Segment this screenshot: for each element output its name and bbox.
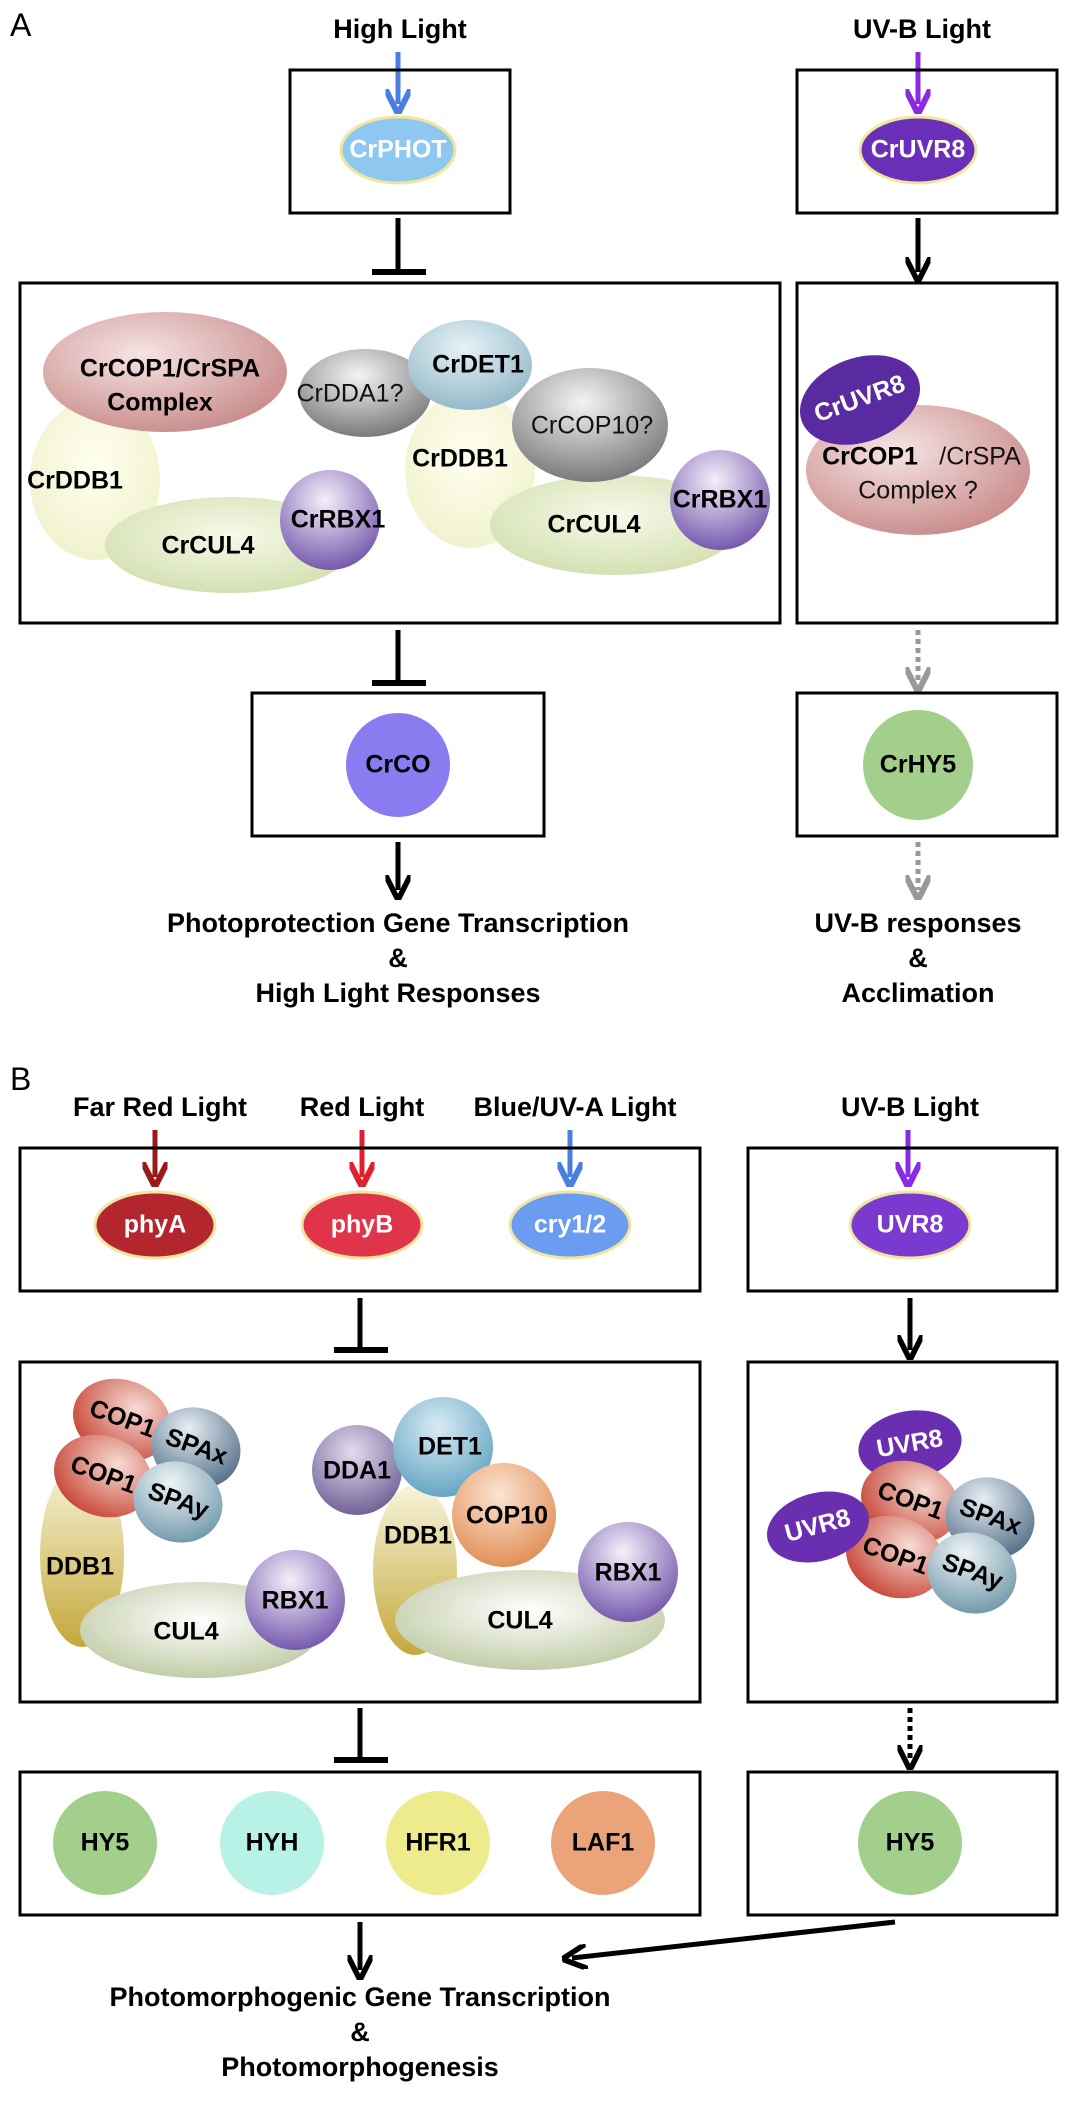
crco-label: CrCO — [365, 751, 430, 779]
hfr1-label: HFR1 — [405, 1829, 470, 1857]
rbx1-left-label-b: RBX1 — [262, 1587, 329, 1615]
cry-label: cry1/2 — [534, 1211, 606, 1239]
output-b-line1: Photomorphogenic Gene Transcription — [109, 1982, 610, 2012]
rbx1-left-node-b — [245, 1550, 345, 1650]
cruvr8-node — [858, 115, 978, 185]
crco-box — [250, 691, 546, 838]
spay-b-node — [927, 1532, 1017, 1614]
far-red-label: Far Red Light — [73, 1092, 247, 1122]
phya-label: phyA — [124, 1211, 187, 1239]
crco-node — [346, 713, 450, 817]
hy5-right-label: HY5 — [886, 1829, 935, 1857]
cul4-right-label-b: CUL4 — [487, 1607, 552, 1635]
hyh-label: HYH — [246, 1829, 299, 1857]
crphot-label: CrPHOT — [349, 136, 446, 164]
crdet1-label: CrDET1 — [432, 351, 524, 379]
output-left-line3: High Light Responses — [255, 978, 540, 1008]
output-b-line3: Photomorphogenesis — [221, 2052, 499, 2082]
diagonal-arrow-b — [572, 1919, 896, 1958]
spay-a-node — [133, 1461, 223, 1543]
laf1-label: LAF1 — [572, 1829, 635, 1857]
cul4-left-label-b: CUL4 — [153, 1618, 218, 1646]
cul4-complex-box — [18, 281, 782, 625]
crcop1-bold-label: CrCOP1 — [822, 443, 918, 471]
output-left-line1: Photoprotection Gene Transcription — [167, 908, 629, 938]
red-label: Red Light — [300, 1092, 424, 1122]
crcop10-node — [512, 368, 668, 482]
crspa-label: /CrSPA — [939, 443, 1021, 471]
cop1-b-node — [54, 1434, 152, 1518]
output-right-line1: UV-B responses — [814, 908, 1021, 938]
cop10-label: COP10 — [466, 1502, 548, 1530]
output-right-line3: Acclimation — [841, 978, 994, 1008]
crrbx1-left-label: CrRBX1 — [291, 506, 386, 534]
panel-b-label: B — [10, 1061, 31, 1097]
laf1-node — [551, 1791, 655, 1895]
crcop1-crspa-label2: Complex — [107, 389, 213, 417]
uvr8-label-b: UVR8 — [877, 1211, 944, 1239]
hy5-box-b — [746, 1770, 1059, 1917]
crrbx1-right-label: CrRBX1 — [673, 486, 768, 514]
hy5-label: HY5 — [81, 1829, 130, 1857]
crdda1-node — [299, 349, 431, 437]
uvb-label-b: UV-B Light — [841, 1092, 979, 1122]
output-left-line2: & — [388, 943, 408, 973]
high-light-label: High Light — [333, 14, 466, 44]
output-right-line2: & — [908, 943, 928, 973]
det1-label: DET1 — [418, 1433, 482, 1461]
crcop1-crspa-label1: CrCOP1/CrSPA — [80, 355, 260, 383]
output-b-line2: & — [350, 2017, 370, 2047]
phyb-label: phyB — [331, 1211, 394, 1239]
phyb-node — [300, 1190, 424, 1260]
cop1-d-node — [846, 1515, 944, 1599]
cry-node — [508, 1190, 632, 1260]
hyh-node — [220, 1791, 324, 1895]
crphot-node — [339, 115, 457, 185]
crrbx1-right-node — [670, 450, 770, 550]
uvr8-cop1-box-b — [746, 1360, 1059, 1704]
tf-box — [18, 1770, 702, 1917]
hfr1-node — [386, 1791, 490, 1895]
rbx1-right-node-b — [578, 1522, 678, 1622]
cruvr8-bound-node — [799, 355, 921, 445]
photoreceptor-box — [18, 1146, 702, 1293]
dda1-node — [312, 1425, 402, 1515]
crhy5-box — [795, 691, 1059, 838]
cruvr8-box — [795, 68, 1059, 215]
crcul4-right-label: CrCUL4 — [547, 511, 640, 539]
blue-label: Blue/UV-A Light — [474, 1092, 677, 1122]
uvr8-a-node — [858, 1410, 962, 1480]
det1-node — [393, 1397, 493, 1497]
crdet1-node — [408, 320, 532, 410]
crcop1-crspa-node — [43, 312, 287, 432]
crcop10-label: CrCOP10? — [531, 412, 653, 440]
rbx1-right-label-b: RBX1 — [595, 1559, 662, 1587]
uvr8-b-node — [767, 1491, 869, 1563]
uvb-light-label: UV-B Light — [853, 14, 991, 44]
crcul4-left-label: CrCUL4 — [161, 532, 254, 560]
cruvr8-label: CrUVR8 — [871, 136, 966, 164]
hy5-right-node — [858, 1791, 962, 1895]
ddb1-left-label-b: DDB1 — [46, 1553, 114, 1581]
crphot-box — [288, 68, 512, 215]
cop10-node — [452, 1463, 556, 1567]
crddb1-right-label: CrDDB1 — [412, 445, 508, 473]
phya-node — [93, 1190, 217, 1260]
cul4-complex-box-b — [18, 1360, 702, 1704]
crhy5-label: CrHY5 — [880, 751, 957, 779]
panel-a-label: A — [10, 7, 32, 43]
uvr8-cop1-box — [795, 281, 1059, 625]
crddb1-left-label: CrDDB1 — [27, 467, 123, 495]
ddb1-right-label-b: DDB1 — [384, 1522, 452, 1550]
crrbx1-left-node — [280, 470, 380, 570]
complex-q-label: Complex ? — [858, 477, 978, 505]
crhy5-node — [863, 710, 973, 820]
dda1-label: DDA1 — [323, 1457, 391, 1485]
uvr8-node-b — [848, 1190, 972, 1260]
uvr8-box-b — [746, 1146, 1059, 1293]
crdda1-label: CrDDA1? — [297, 380, 404, 408]
hy5-node — [53, 1791, 157, 1895]
